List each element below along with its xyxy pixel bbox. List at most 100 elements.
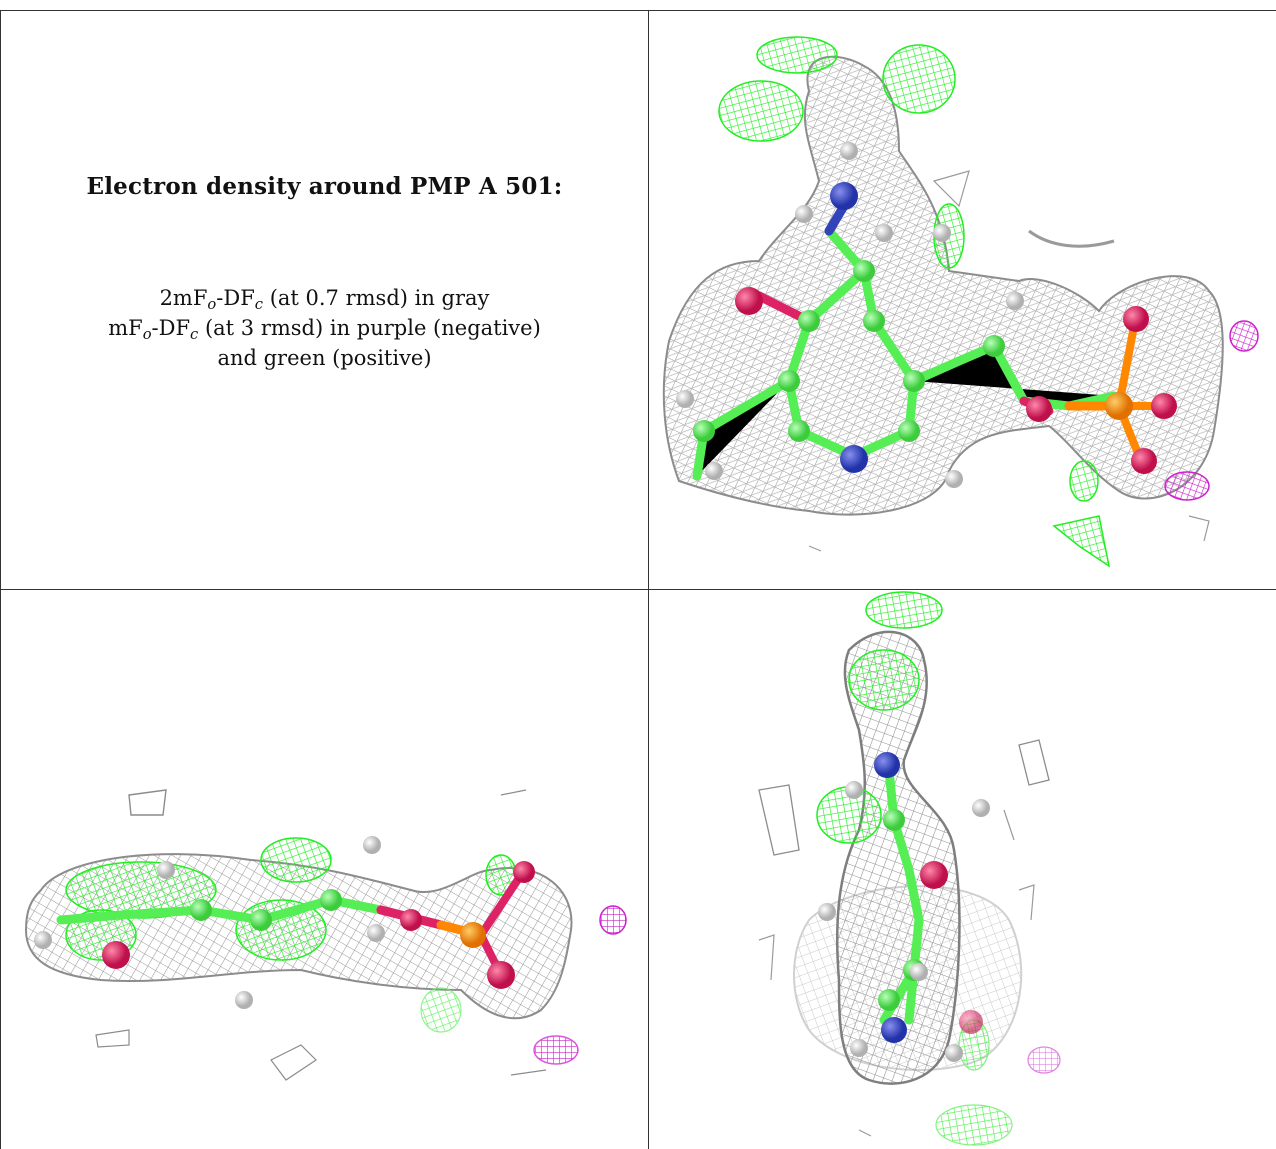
text-part: (at 3 rmsd) in purple (negative) xyxy=(198,316,541,340)
hydrogen-atom xyxy=(157,861,175,879)
green-density-blob xyxy=(756,36,838,74)
oxygen-atom xyxy=(920,861,948,889)
carbon-atom xyxy=(190,899,212,921)
carbon-atom xyxy=(853,260,875,282)
green-density-blob xyxy=(935,1104,1013,1146)
hydrogen-atom xyxy=(933,224,951,242)
carbon-atom xyxy=(788,420,810,442)
purple-density-blob xyxy=(1229,320,1259,352)
gray-mesh-fragment xyxy=(858,1129,872,1137)
oxygen-atom xyxy=(487,961,515,989)
carbon-atom xyxy=(983,335,1005,357)
hydrogen-atom xyxy=(1006,292,1024,310)
text-part: 2mF xyxy=(159,286,208,310)
carbon-atom xyxy=(778,370,800,392)
oxygen-atom xyxy=(1026,396,1052,422)
gray-mesh-fragment xyxy=(270,1044,317,1081)
subscript: c xyxy=(190,326,199,343)
oxygen-atom xyxy=(102,941,130,969)
purple-density-blob xyxy=(533,1035,579,1065)
end-on-view-render xyxy=(758,591,1061,1146)
oxygen-atom xyxy=(400,909,422,931)
nitrogen-atom xyxy=(881,1017,907,1043)
purple-density-blob xyxy=(1027,1046,1061,1074)
hydrogen-atom xyxy=(910,963,928,981)
oxygen-atom xyxy=(1151,393,1177,419)
text-part: -DF xyxy=(151,316,191,340)
legend-line-colors: and green (positive) xyxy=(217,346,432,370)
oxygen-atom xyxy=(959,1010,983,1034)
green-density-blob xyxy=(882,44,956,114)
text-part: -DF xyxy=(216,286,255,310)
oxygen-atom xyxy=(1131,448,1157,474)
side-view-render xyxy=(24,789,627,1081)
carbon-atom xyxy=(250,909,272,931)
carbon-atom xyxy=(320,889,342,911)
hydrogen-atom xyxy=(945,1044,963,1062)
carbon-atom xyxy=(903,370,925,392)
gray-mesh-fragment xyxy=(1018,739,1050,786)
nitrogen-atom xyxy=(874,752,900,778)
green-density-blob xyxy=(865,591,943,629)
gray-mesh-fragment xyxy=(1188,515,1210,542)
hydrogen-atom xyxy=(367,924,385,942)
subscript: o xyxy=(142,326,152,343)
subscript: o xyxy=(207,296,217,313)
phosphorus-atom xyxy=(460,922,486,948)
panel-title: Electron density around PMP A 501: xyxy=(86,173,563,200)
hydrogen-atom xyxy=(845,781,863,799)
text-part: mF xyxy=(108,316,143,340)
green-density-blob xyxy=(260,837,332,883)
carbon-atom xyxy=(883,809,905,831)
gray-mesh-fragment xyxy=(758,934,775,981)
hydrogen-atom xyxy=(676,390,694,408)
density-view-side xyxy=(1,590,648,1149)
rule-top xyxy=(0,10,1276,11)
hydrogen-atom xyxy=(235,991,253,1009)
green-density-blob xyxy=(420,987,462,1033)
map-legend: 2mFo-DFc (at 0.7 rmsd) in gray mFo-DFc (… xyxy=(1,283,648,373)
subscript: c xyxy=(254,296,264,313)
gray-mesh-fragment xyxy=(758,784,800,856)
hydrogen-atom xyxy=(972,799,990,817)
green-density-blob xyxy=(848,649,920,711)
carbon-atom xyxy=(798,310,820,332)
gray-mesh-fragment xyxy=(932,170,970,208)
green-density-blob xyxy=(1052,515,1111,568)
carbon-atom xyxy=(863,310,885,332)
nitrogen-atom xyxy=(830,182,858,210)
gray-mesh-fragment xyxy=(1018,884,1035,921)
hydrogen-atom xyxy=(840,142,858,160)
oxygen-atom xyxy=(1123,306,1149,332)
hydrogen-atom xyxy=(795,205,813,223)
green-density-blob xyxy=(1069,460,1099,502)
text-part: (at 0.7 rmsd) in gray xyxy=(263,286,490,310)
oxygen-atom xyxy=(735,287,763,315)
gray-mesh-fragment xyxy=(510,1069,547,1076)
oxygen-atom xyxy=(513,861,535,883)
purple-density-blob xyxy=(1164,471,1210,501)
legend-line-2fo-fc: 2mFo-DFc (at 0.7 rmsd) in gray xyxy=(1,283,648,313)
hydrogen-atom xyxy=(705,462,723,480)
rule-middle-vertical xyxy=(648,10,649,1149)
hydrogen-atom xyxy=(850,1039,868,1057)
description-panel: Electron density around PMP A 501: 2mFo-… xyxy=(1,11,648,588)
gray-mesh-fragment xyxy=(808,545,822,552)
green-density-blob xyxy=(718,80,804,142)
hydrogen-atom xyxy=(945,470,963,488)
hydrogen-atom xyxy=(34,931,52,949)
hydrogen-atom xyxy=(875,224,893,242)
legend-line-fo-fc: mFo-DFc (at 3 rmsd) in purple (negative) xyxy=(1,313,648,343)
carbon-atom xyxy=(693,420,715,442)
gray-mesh-fragment xyxy=(1028,229,1115,248)
density-view-front xyxy=(649,11,1275,588)
hydrogen-atom xyxy=(363,836,381,854)
gray-mesh-fragment xyxy=(1003,809,1015,841)
front-view-render xyxy=(662,36,1259,568)
phosphorus-atom xyxy=(1105,392,1133,420)
purple-density-blob xyxy=(599,905,627,935)
nitrogen-atom xyxy=(840,445,868,473)
rule-middle-horizontal xyxy=(0,589,1276,590)
density-view-end-on xyxy=(649,590,1275,1149)
rule-left xyxy=(0,10,1,1149)
